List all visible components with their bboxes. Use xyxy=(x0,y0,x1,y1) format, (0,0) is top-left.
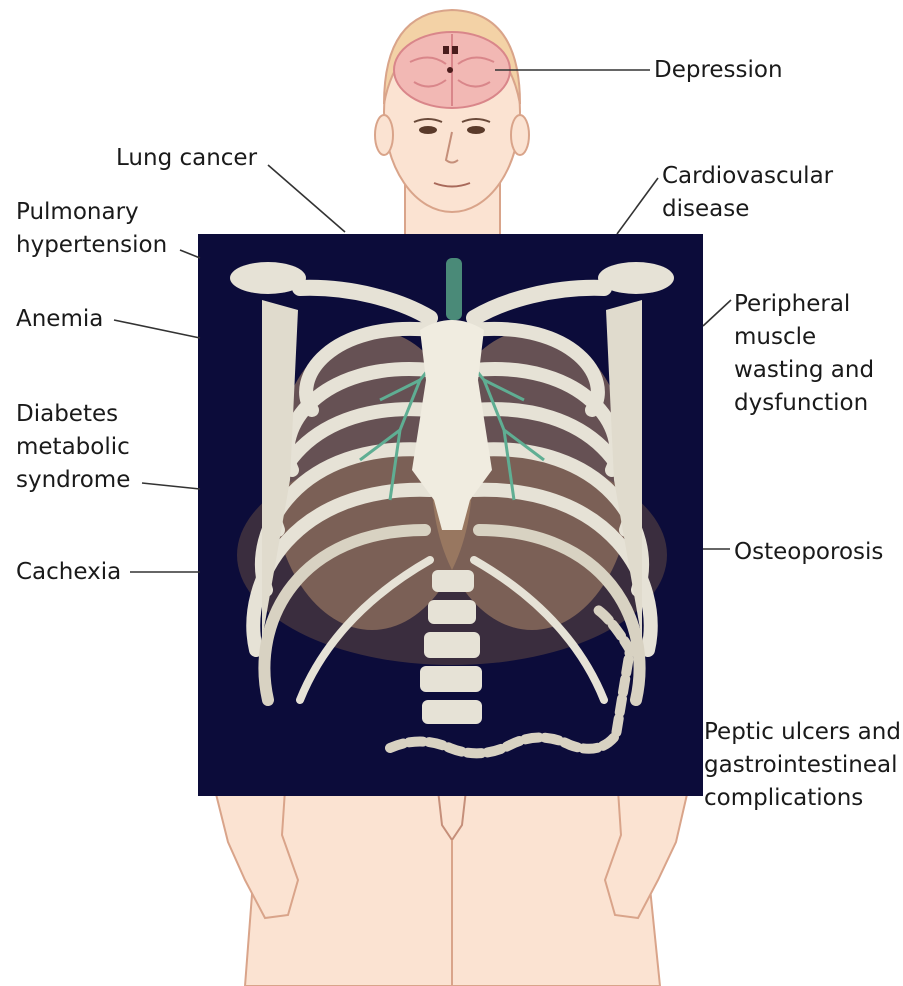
vertebra-1 xyxy=(432,570,474,592)
brain-ventricle-left xyxy=(443,46,449,54)
label-lung-cancer: Lung cancer xyxy=(116,142,257,175)
label-pulmonary-hypertension: Pulmonary hypertension xyxy=(16,196,167,262)
label-diabetes-metabolic-syndrome: Diabetes metabolic syndrome xyxy=(16,398,130,497)
shoulder-left xyxy=(230,262,306,294)
leader-lung-cancer xyxy=(268,165,345,232)
trachea xyxy=(446,258,462,320)
leader-pulmonary xyxy=(180,250,200,258)
leader-peripheral xyxy=(703,300,731,326)
vertebra-4 xyxy=(420,666,482,692)
label-osteoporosis: Osteoporosis xyxy=(734,536,883,569)
leader-anemia xyxy=(114,320,200,338)
label-peptic-ulcers: Peptic ulcers and gastrointestineal comp… xyxy=(704,716,901,815)
label-cachexia: Cachexia xyxy=(16,556,121,589)
label-depression: Depression xyxy=(654,54,783,87)
shoulder-right xyxy=(598,262,674,294)
right-eye xyxy=(467,126,485,134)
label-peripheral-muscle-wasting: Peripheral muscle wasting and dysfunctio… xyxy=(734,288,874,420)
vertebra-5 xyxy=(422,700,482,724)
brain-center xyxy=(447,67,453,73)
brain-ventricle-right xyxy=(452,46,458,54)
right-ear xyxy=(511,115,529,155)
leader-cardiovascular xyxy=(617,178,658,234)
left-ear xyxy=(375,115,393,155)
label-cardiovascular-disease: Cardiovascular disease xyxy=(662,160,833,226)
vertebra-2 xyxy=(428,600,476,624)
ribcage-scan xyxy=(198,234,703,796)
head xyxy=(375,10,529,212)
vertebra-3 xyxy=(424,632,480,658)
left-eye xyxy=(419,126,437,134)
leader-diabetes xyxy=(142,483,200,489)
label-anemia: Anemia xyxy=(16,303,103,336)
